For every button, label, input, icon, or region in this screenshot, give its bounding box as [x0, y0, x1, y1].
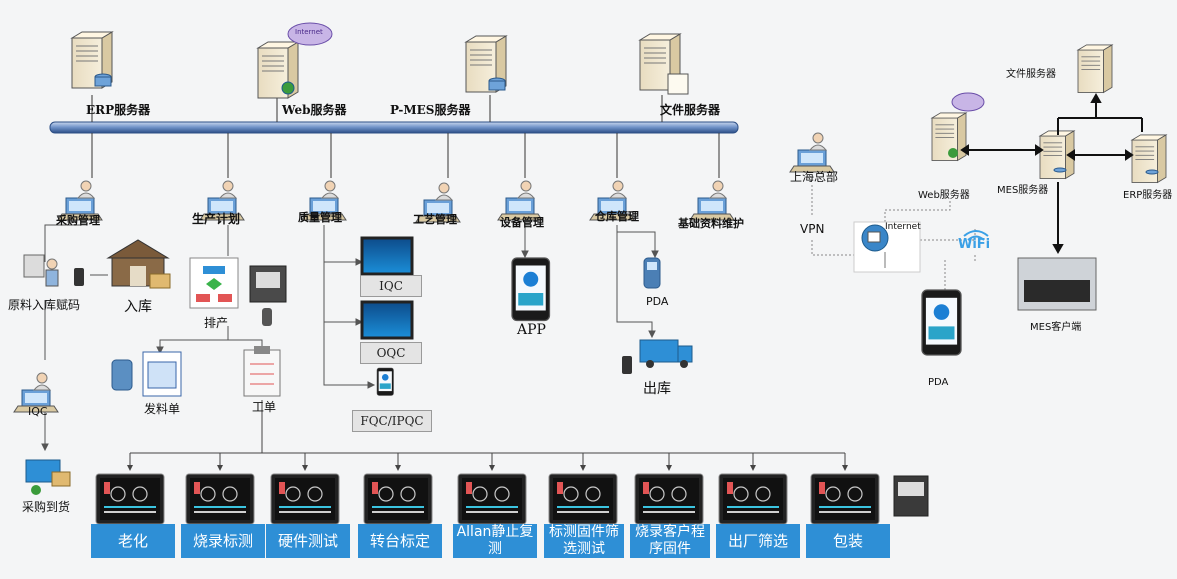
right-erp-server-label: ERP服务器: [1123, 190, 1173, 201]
fqc-phone-icon: [376, 367, 394, 396]
shanghai-hq-icon: [789, 132, 835, 173]
work-order-label: 工单: [252, 400, 277, 414]
pmes-server-label: P-MES服务器: [390, 103, 471, 117]
vpn-label: VPN: [800, 222, 825, 236]
process-aging: 老化: [91, 524, 175, 558]
right-pda-label: PDA: [928, 377, 949, 388]
outbound-truck-icon: [622, 339, 693, 374]
pmes-server-icon: [465, 35, 507, 122]
right-web-server-label: Web服务器: [918, 190, 970, 201]
aging-terminal-icon: [95, 473, 165, 525]
mes-client-box-icon: [1017, 257, 1097, 311]
process-allan: Allan静止复测: [453, 524, 537, 558]
right-web-server-icon: [931, 92, 985, 161]
oqc-monitor-icon: [360, 300, 414, 340]
mes-client-label: MES客户端: [1030, 322, 1082, 333]
purchase-arrival-label: 采购到货: [22, 500, 71, 514]
pda-label: PDA: [646, 295, 669, 308]
hardware-test-terminal-icon: [270, 473, 340, 525]
burn-test-terminal-icon: [185, 473, 255, 525]
oqc-box: OQC: [360, 342, 422, 364]
right-file-server-label: 文件服务器: [1006, 69, 1056, 80]
firmware-screen-terminal-icon: [548, 473, 618, 525]
erp-server-label: ERP服务器: [86, 103, 151, 117]
internet-label: Internet: [885, 222, 921, 232]
scheduling-label: 排产: [204, 316, 229, 330]
process-packing: 包装: [806, 524, 890, 558]
outbound-label: 出库: [643, 381, 671, 397]
packing-printer-icon: [893, 475, 929, 517]
pda-scanner-icon: [643, 257, 661, 289]
module-purchase: 采购管理: [56, 214, 100, 227]
right-file-server-icon: [1077, 44, 1113, 93]
fqc-ipqc-box: FQC/IPQC: [352, 410, 432, 432]
wifi-label: WiFi: [958, 237, 991, 252]
iqc-box: IQC: [360, 275, 422, 297]
module-production-plan: 生产计划: [192, 212, 241, 226]
process-turntable: 转台标定: [358, 524, 442, 558]
issue-note-label: 发料单: [144, 402, 181, 416]
packing-terminal-icon: [810, 473, 880, 525]
right-mes-server-icon: [1039, 130, 1075, 179]
file-server-icon: [639, 33, 689, 122]
iqc-monitor-icon: [360, 236, 414, 276]
process-customer-firmware: 烧录客户程序固件: [630, 524, 710, 558]
work-order-clipboard-icon: [243, 346, 281, 397]
erp-server-icon: [71, 31, 113, 122]
app-label: APP: [517, 322, 546, 338]
turntable-terminal-icon: [363, 473, 433, 525]
factory-screen-terminal-icon: [718, 473, 788, 525]
module-warehouse: 仓库管理: [595, 210, 639, 223]
label-printer-icon: [249, 265, 287, 326]
internet-globe-icon: [853, 221, 921, 273]
shanghai-hq-label: 上海总部: [790, 170, 839, 184]
issue-note-icon: [111, 351, 182, 397]
right-mes-server-label: MES服务器: [997, 185, 1049, 196]
module-master-data: 基础资料维护: [678, 217, 744, 230]
process-firmware-screen: 标测固件筛选测试: [544, 524, 624, 558]
allan-terminal-icon: [457, 473, 527, 525]
web-server-label: Web服务器: [282, 103, 347, 117]
module-process: 工艺管理: [413, 213, 457, 226]
module-quality: 质量管理: [298, 211, 342, 224]
internet-cloud-label: Internet: [295, 28, 323, 36]
process-hardware-test: 硬件测试: [266, 524, 350, 558]
purchase-arrival-icon: [25, 459, 71, 495]
iqc-left-label: IQC: [28, 405, 48, 418]
customer-firmware-terminal-icon: [634, 473, 704, 525]
raw-material-label: 原料入库赋码: [8, 298, 81, 312]
process-factory-screen: 出厂筛选: [716, 524, 800, 558]
right-pda-phone-icon: [921, 289, 962, 356]
wifi-icon: [963, 230, 989, 241]
right-erp-server-icon: [1131, 134, 1167, 183]
inbound-label: 入库: [124, 299, 152, 315]
warehouse-building-icon: [106, 239, 171, 289]
file-server-label: 文件服务器: [660, 103, 721, 117]
raw-material-scan-icon: [23, 254, 84, 287]
process-burn-test: 烧录标测: [181, 524, 265, 558]
app-phone-icon: [511, 257, 551, 322]
web-server-icon: [257, 22, 333, 122]
module-equipment: 设备管理: [500, 216, 544, 229]
scheduling-flowchart-icon: [189, 257, 239, 309]
